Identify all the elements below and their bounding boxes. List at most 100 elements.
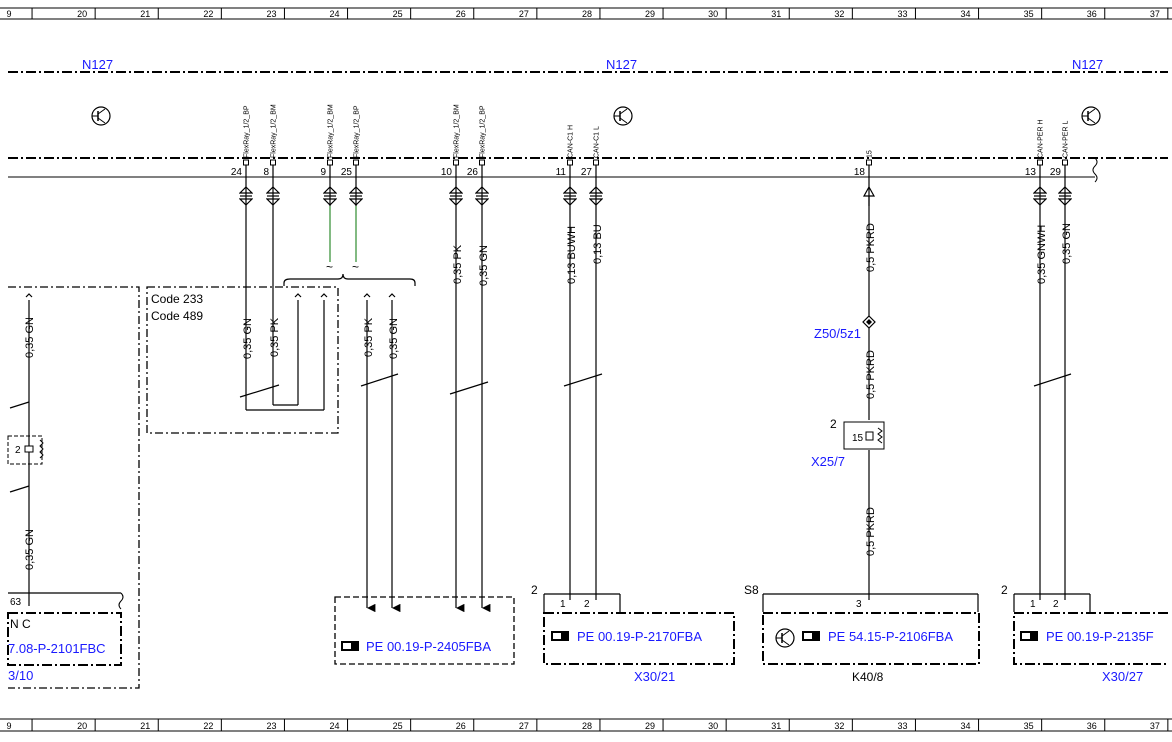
- ref-link-2101[interactable]: 7.08-P-2101FBC: [8, 641, 106, 656]
- ruler-number: 26: [456, 721, 466, 731]
- pin-signal-label: FlexRay_1/2_BM: [271, 104, 278, 158]
- top-ruler: [0, 7, 1172, 20]
- z50-label: Z50/5z1: [814, 326, 861, 341]
- ref-box-2405: [334, 596, 515, 665]
- ruler-number: 25: [393, 9, 403, 19]
- pin-number: 10: [441, 167, 453, 178]
- ruler-number: 20: [77, 9, 87, 19]
- k40-label: K40/8: [852, 670, 884, 684]
- transistor-icon: [1081, 106, 1101, 126]
- code-233-label: Code 233: [151, 292, 203, 306]
- pin-signal-label: CAN-C1 L: [594, 126, 601, 158]
- ref-box-2170: [543, 612, 735, 665]
- pin-number: 8: [263, 167, 269, 178]
- ref-box-2106: [762, 612, 980, 665]
- left-pin-63: 63: [10, 597, 22, 608]
- ruler-number: 37: [1150, 721, 1160, 731]
- ruler-number: 29: [645, 721, 655, 731]
- transistor-icon: [775, 628, 795, 648]
- x30-21-num: 2: [531, 583, 538, 597]
- wire-label-29: 0,35 GN: [1061, 223, 1073, 264]
- wire-label-8: 0,35 PK: [269, 317, 281, 357]
- x30-21-pin2: 2: [584, 599, 590, 610]
- wire-label-26: 0,35 GN: [478, 245, 490, 286]
- ruler-number: 35: [1024, 9, 1034, 19]
- ref-box-2135: [1013, 612, 1168, 665]
- ruler-number: 21: [140, 721, 150, 731]
- ruler-number: 36: [1087, 9, 1097, 19]
- ruler-number: 22: [203, 9, 213, 19]
- left-wire-label-top: 0,35 GN: [24, 317, 36, 358]
- ruler-number: 28: [582, 721, 592, 731]
- ruler-number: 20: [77, 721, 87, 731]
- wire-label-pk-mid: 0,35 PK: [363, 317, 375, 357]
- pin-signal-label: CAN-PER L: [1063, 121, 1070, 158]
- ruler-number: 24: [330, 9, 340, 19]
- ruler-number: 32: [834, 9, 844, 19]
- ref-link-2170[interactable]: PE 00.19-P-2170FBA: [577, 629, 702, 644]
- wire-label-27: 0,13 BU: [592, 224, 604, 264]
- ruler-number: 21: [140, 9, 150, 19]
- transistor-icon: [91, 106, 111, 126]
- pin-signal-label: CAN-C1 H: [568, 125, 575, 158]
- left-pin-2: 2: [15, 445, 21, 456]
- pin-socket: [270, 159, 276, 166]
- ref-link-2135[interactable]: PE 00.19-P-2135F: [1046, 629, 1154, 644]
- pin-signal-label: FlexRay_1/2_BP: [480, 105, 487, 158]
- pin-number: 29: [1050, 167, 1062, 178]
- left-component-border: [8, 286, 140, 689]
- tilde-mark: ~: [352, 260, 359, 274]
- pin-number: 13: [1025, 167, 1037, 178]
- pin-number: 26: [467, 167, 479, 178]
- ruler-number: 33: [897, 721, 907, 731]
- ruler-number: 23: [266, 721, 276, 731]
- pin-socket: [866, 159, 872, 166]
- wires: [9, 196, 1072, 613]
- hand-pointer-icon: [1020, 631, 1038, 641]
- hand-pointer-icon: [341, 641, 359, 651]
- ruler-number: 30: [708, 9, 718, 19]
- wire-label-18a: 0,5 PKRD: [865, 223, 877, 272]
- ruler-number: 31: [771, 721, 781, 731]
- x25-label: X25/7: [811, 454, 845, 469]
- ruler-number: 34: [961, 9, 971, 19]
- ruler-number: 22: [203, 721, 213, 731]
- x30-21-pin1: 1: [560, 599, 566, 610]
- ruler-number: 25: [393, 721, 403, 731]
- left-wire-label-bottom: 0,35 GN: [24, 529, 36, 570]
- x30-27-label: X30/27: [1102, 669, 1143, 684]
- bottom-ruler: [0, 718, 1172, 732]
- wire-label-24: 0,35 GN: [242, 318, 254, 359]
- pin-socket: [593, 159, 599, 166]
- pin-socket: [1062, 159, 1068, 166]
- ruler-number: 9: [6, 9, 11, 19]
- pin-number: 25: [341, 167, 353, 178]
- wire-label-18b: 0,5 PKRD: [865, 350, 877, 399]
- x25-connector-icon: [843, 421, 885, 450]
- transistor-icon: [613, 106, 633, 126]
- code-option-box: [146, 286, 339, 434]
- pin-number: 11: [556, 167, 567, 178]
- left-ref-310: 3/10: [8, 668, 33, 683]
- pin-signal-label: FlexRay_1/2_BM: [454, 104, 461, 158]
- ruler-number: 30: [708, 721, 718, 731]
- pin-socket: [567, 159, 573, 166]
- n127-label-mid: N127: [606, 57, 637, 72]
- ref-link-2405[interactable]: PE 00.19-P-2405FBA: [366, 639, 491, 654]
- ruler-number: 23: [266, 9, 276, 19]
- code-box-connectors: [25, 293, 396, 298]
- pin-socket: [353, 159, 359, 166]
- ruler-number: 35: [1024, 721, 1034, 731]
- ref-link-2106[interactable]: PE 54.15-P-2106FBA: [828, 629, 953, 644]
- pin-signal-label: FlexRay_1/2_BM: [328, 104, 335, 158]
- left-nc-label: N C: [10, 617, 31, 631]
- ruler-number: 33: [897, 9, 907, 19]
- wire-label-gn-mid: 0,35 GN: [388, 318, 400, 359]
- x30-21-label: X30/21: [634, 669, 675, 684]
- ruler-number: 26: [456, 9, 466, 19]
- n127-label-right: N127: [1072, 57, 1103, 72]
- pin-number: 27: [581, 167, 593, 178]
